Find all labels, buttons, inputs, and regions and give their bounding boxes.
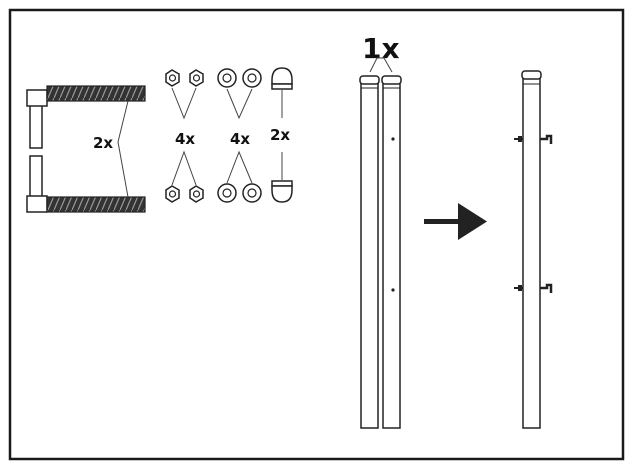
acorn-cap-icon — [271, 180, 293, 203]
posts-qty-label: 1x — [362, 32, 400, 65]
nut-leader-top — [171, 87, 197, 120]
washer-icon — [217, 183, 237, 203]
hex-nut-icon — [189, 185, 204, 203]
acorn-cap-icon — [271, 67, 293, 90]
u-bolt-icon — [26, 155, 146, 213]
post-hole — [391, 288, 395, 292]
nuts-qty-label: 4x — [175, 130, 195, 148]
u-bolt-icon — [26, 85, 146, 149]
washers-qty-label: 4x — [230, 130, 250, 148]
washer-icon — [242, 68, 262, 88]
assembled-post — [514, 70, 553, 429]
post-group: 1x — [359, 32, 402, 429]
bracket-icon — [514, 283, 553, 293]
post-hole — [391, 137, 395, 141]
washer-leader-top — [226, 88, 253, 120]
nut-leader-bottom — [171, 150, 197, 186]
caps-qty-label: 2x — [270, 126, 290, 144]
bolt-group: 2x — [26, 85, 146, 213]
post-icon — [359, 75, 380, 429]
hex-nut-icon — [165, 69, 180, 87]
bolt-leader — [117, 100, 129, 198]
hex-nut-icon — [165, 185, 180, 203]
post-leader — [369, 57, 393, 73]
post-icon — [381, 75, 402, 429]
bolts-qty-label: 2x — [93, 134, 113, 152]
cap-group: 2x — [270, 67, 293, 203]
hex-nut-icon — [189, 69, 204, 87]
washer-leader-bottom — [226, 150, 253, 184]
bracket-icon — [514, 134, 553, 144]
washer-group: 4x — [217, 68, 262, 203]
nut-group: 4x — [165, 69, 204, 203]
arrow-right-icon — [424, 203, 487, 240]
diagram-frame — [8, 8, 625, 461]
washer-icon — [242, 183, 262, 203]
washer-icon — [217, 68, 237, 88]
